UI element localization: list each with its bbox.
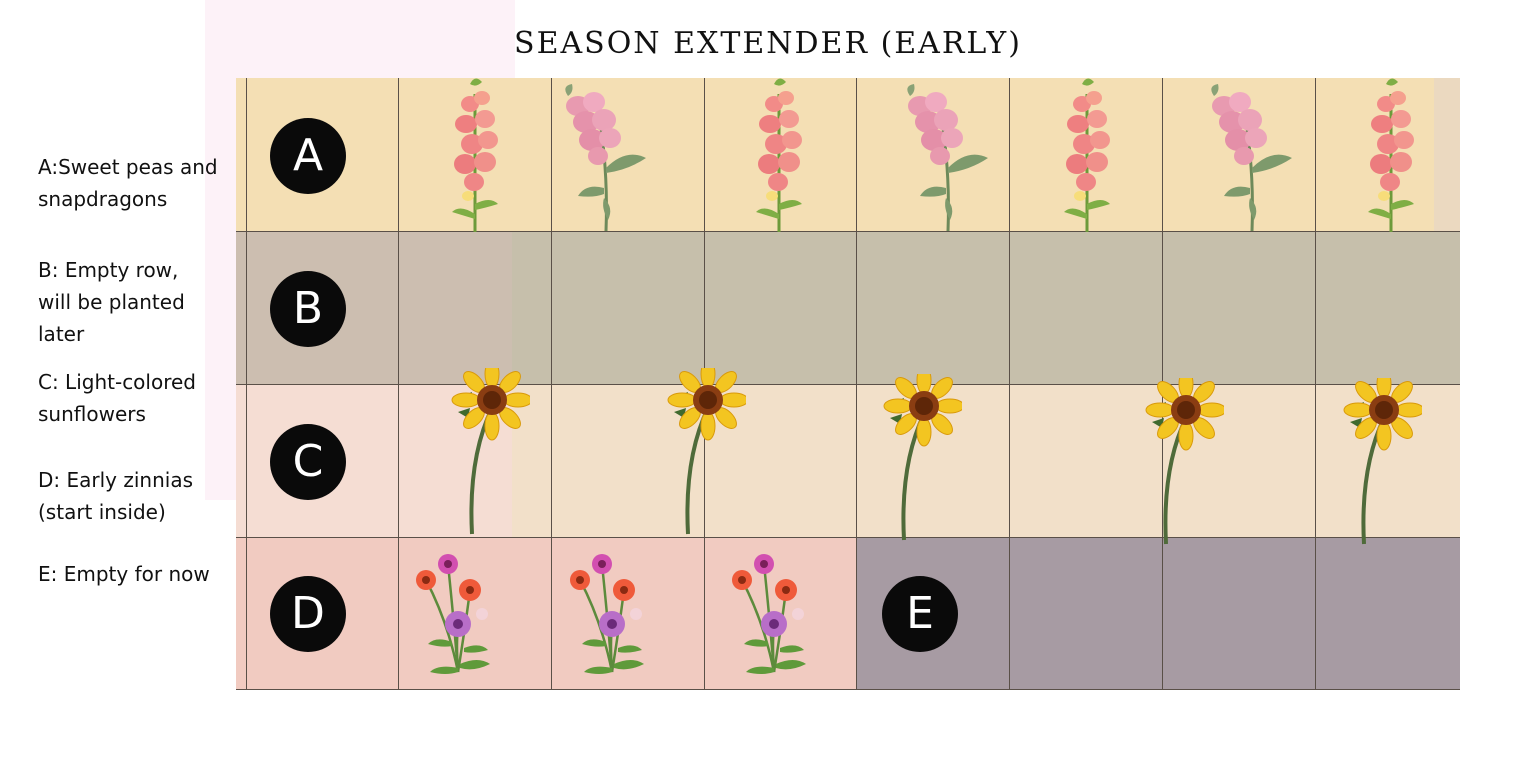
legend-line: snapdragons — [38, 187, 168, 211]
legend-line: B: Empty row, — [38, 258, 179, 282]
legend-line: E: Empty for now — [38, 562, 210, 586]
legend-line: A:Sweet peas and — [38, 155, 218, 179]
legend-line: C: Light-colored — [38, 370, 196, 394]
grid-line — [236, 689, 1460, 690]
zinnia-icon — [416, 554, 490, 674]
grid-line — [236, 537, 1460, 538]
legend-line: will be planted — [38, 290, 185, 314]
legend-line: (start inside) — [38, 500, 166, 524]
page-title: SEASON EXTENDER (EARLY) — [514, 26, 1022, 61]
garden-bed-grid: A B C D E — [236, 78, 1460, 690]
legend-line: later — [38, 322, 85, 346]
zinnia-icon — [732, 554, 806, 674]
row-c-badge: C — [270, 424, 346, 500]
snapdragon-icon — [1064, 78, 1110, 232]
legend-line: sunflowers — [38, 402, 146, 426]
legend-item-d: D: Early zinnias (start inside) — [38, 464, 238, 528]
row-b-badge: B — [270, 271, 346, 347]
grid-line — [236, 384, 1460, 385]
sunflower-icon — [667, 368, 746, 535]
grid-line — [236, 231, 1460, 232]
sunflower-icon — [1145, 378, 1224, 545]
legend-line: D: Early zinnias — [38, 468, 193, 492]
sweet-pea-icon — [1211, 84, 1292, 232]
row-e-badge: E — [882, 576, 958, 652]
sunflower-icon — [1343, 378, 1422, 545]
row-a-badge: A — [270, 118, 346, 194]
legend-item-e: E: Empty for now — [38, 558, 238, 590]
snapdragon-icon — [452, 78, 498, 232]
sweet-pea-icon — [565, 84, 646, 232]
legend-item-b: B: Empty row, will be planted later — [38, 254, 238, 350]
sunflower-icon — [451, 368, 530, 535]
row-a-edge — [1434, 78, 1460, 231]
row-d-badge: D — [270, 576, 346, 652]
sweet-pea-icon — [907, 84, 988, 232]
zinnia-icon — [570, 554, 644, 674]
legend-item-a: A:Sweet peas and snapdragons — [38, 151, 238, 215]
snapdragon-icon — [1368, 78, 1414, 232]
snapdragon-icon — [756, 78, 802, 232]
legend-item-c: C: Light-colored sunflowers — [38, 366, 238, 430]
sunflower-icon — [883, 374, 962, 541]
